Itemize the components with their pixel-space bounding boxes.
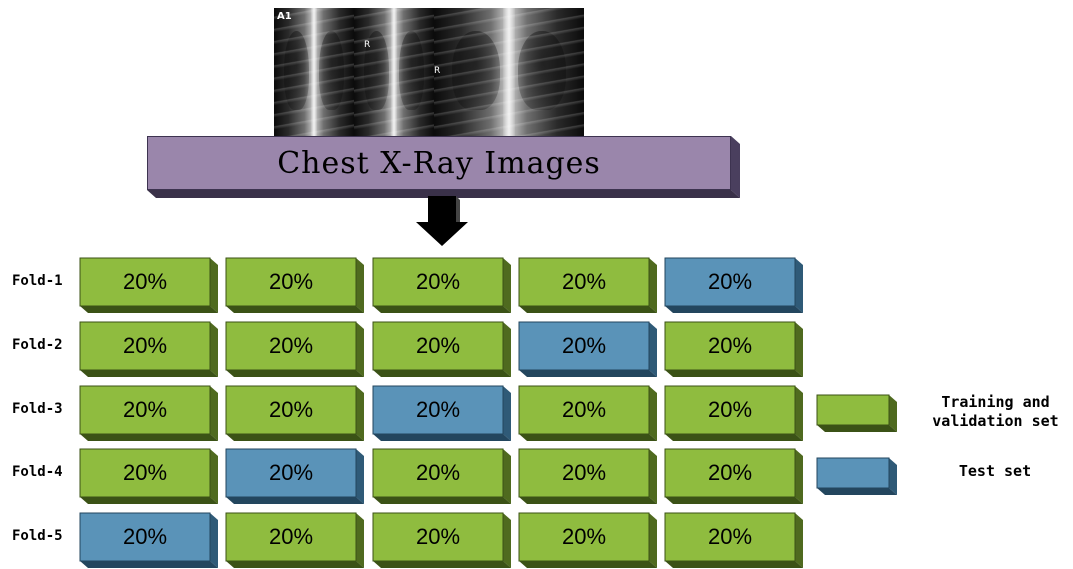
block-percent: 20% bbox=[226, 322, 356, 370]
test-block-fold2-part4: 20% bbox=[519, 322, 659, 378]
training-block-fold1-part3: 20% bbox=[373, 258, 513, 314]
block-percent: 20% bbox=[80, 386, 210, 434]
block-percent: 20% bbox=[665, 386, 795, 434]
xray-label-1: A1 bbox=[277, 11, 292, 22]
legend-test-label: Test set bbox=[940, 462, 1050, 481]
training-block-fold1-part4: 20% bbox=[519, 258, 659, 314]
fold-label-5: Fold-5 bbox=[12, 528, 78, 544]
xray-label-2: R bbox=[364, 40, 370, 50]
test-block-fold4-part2: 20% bbox=[226, 449, 366, 505]
training-block-fold4-part3: 20% bbox=[373, 449, 513, 505]
block-percent: 20% bbox=[373, 386, 503, 434]
training-block-fold5-part5: 20% bbox=[665, 513, 805, 569]
training-block-fold1-part2: 20% bbox=[226, 258, 366, 314]
training-block-fold2-part3: 20% bbox=[373, 322, 513, 378]
training-block-fold4-part4: 20% bbox=[519, 449, 659, 505]
page-title: Chest X-Ray Images bbox=[147, 136, 731, 190]
test-block-fold3-part3: 20% bbox=[373, 386, 513, 442]
training-block-fold2-part2: 20% bbox=[226, 322, 366, 378]
block-percent: 20% bbox=[665, 449, 795, 497]
title-banner: Chest X-Ray Images bbox=[147, 136, 731, 190]
legend-training-label: Training and validation set bbox=[918, 393, 1073, 431]
block-percent: 20% bbox=[226, 449, 356, 497]
test-block-fold5-part1: 20% bbox=[80, 513, 220, 569]
block-percent: 20% bbox=[519, 513, 649, 561]
fold-label-2: Fold-2 bbox=[12, 337, 78, 353]
fold-label-1: Fold-1 bbox=[12, 273, 78, 289]
fold-label-3: Fold-3 bbox=[12, 401, 78, 417]
block-percent: 20% bbox=[373, 449, 503, 497]
block-percent: 20% bbox=[665, 513, 795, 561]
training-block-fold4-part5: 20% bbox=[665, 449, 805, 505]
xray-label-3: R bbox=[434, 66, 440, 76]
block-percent: 20% bbox=[80, 449, 210, 497]
legend-test-swatch bbox=[817, 458, 897, 498]
block-percent: 20% bbox=[519, 449, 649, 497]
block-percent: 20% bbox=[80, 322, 210, 370]
block-percent: 20% bbox=[373, 322, 503, 370]
training-block-fold3-part1: 20% bbox=[80, 386, 220, 442]
block-percent: 20% bbox=[226, 386, 356, 434]
training-block-fold5-part3: 20% bbox=[373, 513, 513, 569]
training-block-fold3-part2: 20% bbox=[226, 386, 366, 442]
block-percent: 20% bbox=[80, 513, 210, 561]
fold-label-4: Fold-4 bbox=[12, 464, 78, 480]
block-percent: 20% bbox=[665, 322, 795, 370]
training-block-fold1-part1: 20% bbox=[80, 258, 220, 314]
block-percent: 20% bbox=[226, 513, 356, 561]
chest-xray-images: A1 R R bbox=[274, 8, 584, 136]
test-block-fold1-part5: 20% bbox=[665, 258, 805, 314]
training-block-fold3-part5: 20% bbox=[665, 386, 805, 442]
training-block-fold5-part2: 20% bbox=[226, 513, 366, 569]
block-percent: 20% bbox=[373, 513, 503, 561]
down-arrow-icon bbox=[412, 196, 472, 248]
block-percent: 20% bbox=[80, 258, 210, 306]
training-block-fold4-part1: 20% bbox=[80, 449, 220, 505]
training-block-fold2-part1: 20% bbox=[80, 322, 220, 378]
block-percent: 20% bbox=[665, 258, 795, 306]
training-block-fold2-part5: 20% bbox=[665, 322, 805, 378]
block-percent: 20% bbox=[519, 386, 649, 434]
xray-image-3: R bbox=[434, 8, 584, 136]
block-percent: 20% bbox=[519, 322, 649, 370]
xray-image-2: R bbox=[354, 8, 434, 136]
block-percent: 20% bbox=[226, 258, 356, 306]
block-percent: 20% bbox=[373, 258, 503, 306]
training-block-fold3-part4: 20% bbox=[519, 386, 659, 442]
xray-image-1: A1 bbox=[274, 8, 354, 136]
block-percent: 20% bbox=[519, 258, 649, 306]
legend-training-swatch bbox=[817, 395, 897, 435]
training-block-fold5-part4: 20% bbox=[519, 513, 659, 569]
